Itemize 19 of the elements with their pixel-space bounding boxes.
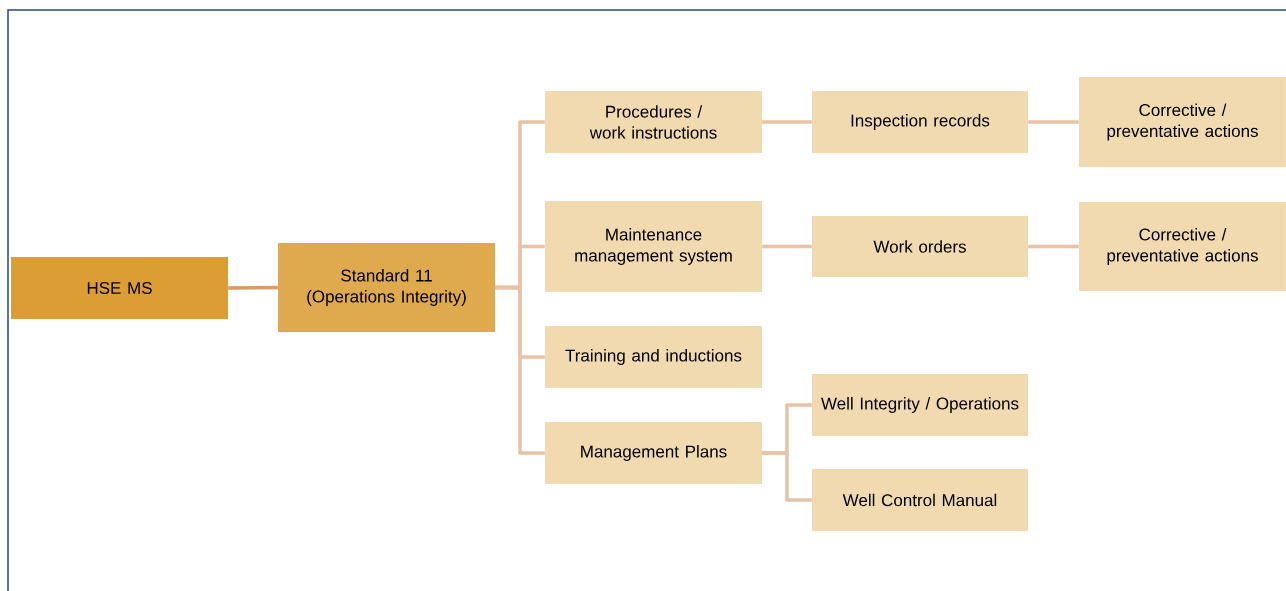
action-box: Corrective / preventative actions xyxy=(1079,77,1286,167)
standard-box: Standard 11 (Operations Integrity) xyxy=(278,243,495,332)
item-box: Maintenance management system xyxy=(545,201,762,292)
connector-line xyxy=(762,244,812,249)
connector-line xyxy=(495,285,545,455)
item-box: Well Integrity / Operations xyxy=(812,374,1028,436)
item-box: Procedures / work instructions xyxy=(545,91,762,153)
item-box: Inspection records xyxy=(812,91,1028,153)
connector-line xyxy=(228,285,278,290)
action-box: Corrective / preventative actions xyxy=(1079,202,1286,291)
item-box: Work orders xyxy=(812,216,1028,277)
connector-line xyxy=(1028,120,1079,124)
connector-line xyxy=(762,120,812,124)
item-box: Management Plans xyxy=(545,422,762,484)
connector-line xyxy=(762,451,812,502)
item-box: Training and inductions xyxy=(545,326,762,388)
connector-line xyxy=(1028,244,1079,249)
root-box: HSE MS xyxy=(11,257,228,319)
item-box: Well Control Manual xyxy=(812,469,1028,531)
